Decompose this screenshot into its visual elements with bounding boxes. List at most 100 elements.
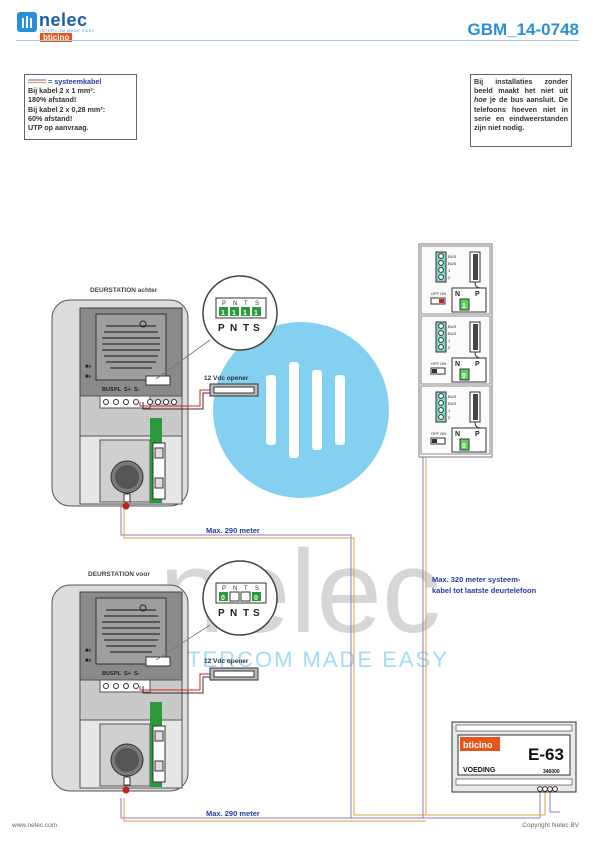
- logo-subtitle: INTERCOM MADE EASY: [40, 28, 95, 33]
- door-station-front-title: DEURSTATION voor: [88, 571, 150, 578]
- terminal-label: PL: [114, 387, 122, 393]
- phone-value: 1: [462, 303, 466, 310]
- dip-zoom-front: P N T S 0 1 1 0 P N T S: [155, 560, 278, 661]
- brand-logo: bticino: [40, 33, 73, 42]
- legend-label: = systeemkabel: [48, 77, 102, 86]
- n-label: N: [455, 361, 460, 368]
- terminal-label: BUS: [448, 401, 457, 406]
- watermark-logo-icon: [266, 362, 345, 458]
- svg-text:■◐: ■◐: [85, 648, 93, 654]
- note-line: UTP op aanvraag.: [28, 123, 89, 133]
- phone-value: 0: [462, 443, 466, 450]
- dip-value: 0: [221, 595, 225, 602]
- telephone-unit: BUS BUS 1 2 OFF ON N P 0: [420, 385, 491, 455]
- note-line: Bij kabel 2 x 1 mm²:: [28, 86, 96, 96]
- terminal-label: 1: [448, 408, 451, 413]
- system-cable-legend-icon: [28, 79, 46, 84]
- switch-icon: [430, 297, 446, 305]
- dip-value: 1: [243, 595, 247, 602]
- dip-value: 0: [254, 595, 258, 602]
- power-supply: bticino E-63 VOEDING 346000: [451, 721, 577, 793]
- n-label: N: [455, 431, 460, 438]
- door-station-front: ■◐ ■◐ BUS PL S+ S-: [51, 584, 210, 794]
- dip-label: N: [230, 323, 237, 334]
- dip-label: T: [243, 608, 249, 619]
- dip-header: P: [222, 586, 226, 592]
- brand-badge: [460, 737, 500, 751]
- switch-label: OFF ON: [431, 361, 446, 366]
- dip-label: S: [253, 608, 260, 619]
- terminal-label: S-: [134, 671, 140, 677]
- dip-header: S: [255, 301, 259, 307]
- terminal-label: BUS: [448, 324, 457, 329]
- phone-value: 0: [462, 373, 466, 380]
- svg-text:■◐: ■◐: [85, 374, 93, 380]
- legend-row: = systeemkabel: [28, 77, 133, 86]
- power-model: E-63: [528, 745, 564, 764]
- nelec-logo-icon: [17, 12, 37, 32]
- terminal-label: 2: [448, 345, 451, 350]
- note-line: 180% afstand!: [28, 95, 77, 105]
- dip-header: T: [244, 586, 248, 592]
- note-text: Bij installaties zonder beeld maakt het …: [474, 77, 568, 96]
- dip-header: P: [222, 301, 226, 307]
- telephone-unit: BUS BUS 1 2 OFF ON N P 0: [420, 315, 491, 385]
- dip-label: P: [218, 323, 225, 334]
- screw-icon: [139, 604, 147, 612]
- dip-switch-block: [145, 375, 171, 386]
- cable-note-box: = systeemkabel Bij kabel 2 x 1 mm²: 180%…: [24, 74, 137, 140]
- note-line: 60% afstand!: [28, 113, 73, 123]
- p-label: P: [475, 291, 480, 298]
- svg-text:■◐: ■◐: [85, 658, 93, 664]
- switch-label: OFF ON: [431, 431, 446, 436]
- terminal-label: S-: [134, 387, 140, 393]
- opener-label: 12 Vdc opener: [204, 658, 249, 665]
- watermark-subtext: INTERCOM MADE EASY: [161, 647, 449, 672]
- terminal-label: 1: [448, 268, 451, 273]
- dip-zoom-back: P N T S 1 1 1 1 P N T S: [155, 275, 278, 380]
- note-line: Bij kabel 2 x 0,28 mm²:: [28, 104, 106, 114]
- terminal-label: PL: [114, 671, 122, 677]
- terminal-strip: [435, 391, 447, 423]
- bus-connector-icon: [122, 502, 130, 510]
- door-station-back: ■◐ ■◐ BUS PL S+ S-: [51, 299, 210, 510]
- dip-value: 1: [243, 310, 247, 317]
- terminal-label: S+: [124, 387, 131, 393]
- terminal-strip: [435, 321, 447, 353]
- footer-copyright: Copyright Nelec BV: [522, 822, 579, 829]
- switch-label: OFF ON: [431, 291, 446, 296]
- max-system-label: Max. 320 meter systeem-: [432, 575, 521, 584]
- p-label: P: [475, 431, 480, 438]
- document-code: GBM_14-0748: [467, 20, 579, 39]
- footer-website[interactable]: www.nelec.com: [12, 822, 58, 829]
- door-opener-back: 12 Vdc opener: [204, 375, 259, 397]
- n-label: N: [455, 291, 460, 298]
- header-divider: [16, 40, 579, 41]
- max-length-label: Max. 290 meter: [206, 526, 260, 535]
- door-station-back-title: DEURSTATION achter: [90, 287, 158, 294]
- svg-text:■◐: ■◐: [85, 364, 93, 370]
- dip-label: P: [218, 608, 225, 619]
- terminal-label: 2: [448, 275, 451, 280]
- note-text: je de bus aansluit. De telefoons hoeven …: [474, 95, 568, 133]
- dip-value: 1: [221, 310, 225, 317]
- dip-header: S: [255, 586, 259, 592]
- dip-value: 1: [232, 595, 236, 602]
- max-system-label: kabel tot laatste deurtelefoon: [432, 586, 537, 595]
- terminal-label: BUS: [448, 394, 457, 399]
- watermark-text: nelec: [159, 526, 441, 658]
- opener-label: 12 Vdc opener: [204, 375, 249, 382]
- telephone-unit: BUS BUS 1 2 OFF ON N P 1: [420, 245, 491, 315]
- watermark: nelec INTERCOM MADE EASY: [159, 322, 449, 672]
- dip-label: S: [253, 323, 260, 334]
- terminal-label: BUS: [102, 387, 114, 393]
- terminal-label: BUS: [102, 671, 114, 677]
- p-label: P: [475, 361, 480, 368]
- dip-header: T: [244, 301, 248, 307]
- terminal-label: BUS: [448, 261, 457, 266]
- max-length-label: Max. 290 meter: [206, 809, 260, 818]
- dip-header: N: [233, 586, 237, 592]
- speaker-grille: [95, 313, 167, 381]
- installation-note-box: Bij installaties zonder beeld maakt het …: [470, 74, 572, 147]
